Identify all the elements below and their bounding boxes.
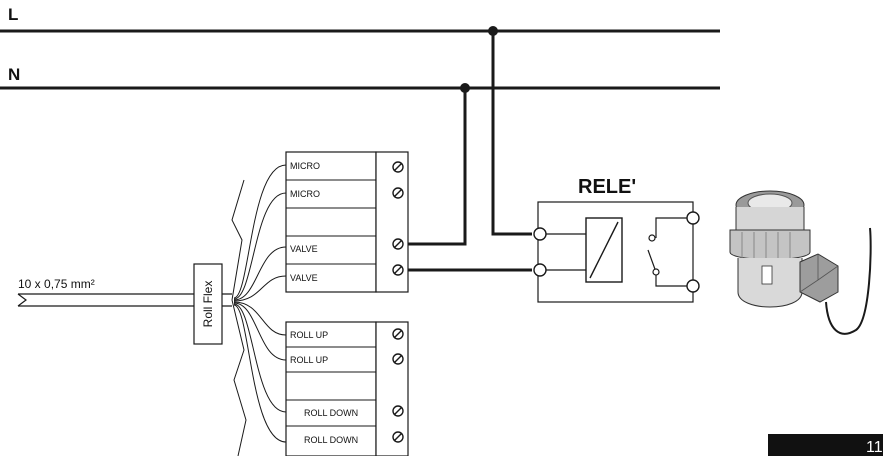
page-number: 11	[866, 439, 883, 456]
terminal-label: ROLL UP	[290, 355, 328, 365]
terminal-label: ROLL DOWN	[304, 435, 358, 445]
relay-switch-icon	[647, 217, 693, 287]
solenoid-valve-icon	[729, 190, 872, 335]
terminal-block-lower: ROLL UP ROLL UP ROLL DOWN ROLL DOWN	[285, 321, 409, 456]
terminal-label: ROLL UP	[290, 330, 328, 340]
fanout-wires	[233, 164, 287, 443]
terminal-label: ROLL DOWN	[304, 408, 358, 418]
wire-l-to-relay	[491, 31, 532, 236]
relay	[533, 201, 700, 303]
line-l-label: L	[8, 5, 18, 24]
wire-n-to-valve	[408, 88, 467, 246]
page-number-box	[768, 434, 883, 456]
line-n-label: N	[8, 65, 20, 84]
relay-label: RELE'	[578, 176, 636, 198]
terminal-label: MICRO	[290, 189, 320, 199]
cable-spec-label: 10 x 0,75 mm²	[18, 277, 95, 291]
terminal-label: MICRO	[290, 161, 320, 171]
relay-terminal-icon	[686, 279, 700, 293]
roll-flex-label: Roll Flex	[201, 281, 215, 328]
terminal-block-upper: MICRO MICRO VALVE VALVE	[285, 151, 409, 293]
relay-terminal-icon	[533, 263, 547, 277]
relay-terminal-icon	[686, 211, 700, 225]
cable-sheath	[231, 179, 247, 456]
cable	[17, 293, 194, 307]
relay-terminal-icon	[533, 227, 547, 241]
terminal-label: VALVE	[290, 273, 318, 283]
roll-flex-box	[193, 263, 223, 345]
terminal-label: VALVE	[290, 244, 318, 254]
cable-exit	[222, 293, 232, 307]
